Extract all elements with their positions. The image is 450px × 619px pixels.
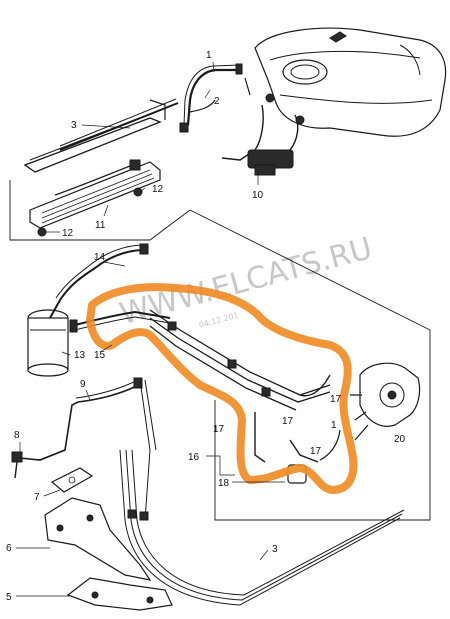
callout-14: 14 [94,252,106,263]
hose-1-top [179,63,243,133]
callout-13: 13 [74,350,86,361]
hose-14 [49,243,149,319]
callout-2: 2 [214,96,220,107]
callout-18: 18 [218,478,230,489]
assembly-outline [9,180,431,521]
callout-10: 10 [252,190,264,201]
cooler-bracket-11 [23,98,179,237]
callout-15: 15 [94,350,106,361]
callout-7: 7 [34,492,40,503]
bracket-6 [44,497,152,581]
callout-11: 11 [95,220,106,231]
callout-leaders [16,61,285,597]
callout-1-top: 1 [206,50,212,61]
callout-9: 9 [80,379,86,390]
connector-8 [11,451,23,479]
callout-8: 8 [14,430,20,441]
callout-17-d: 17 [310,446,322,457]
callout-17-a: 17 [213,424,225,435]
callout-20: 20 [394,434,406,445]
callout-1-right: 1 [331,420,337,431]
callout-6: 6 [6,543,12,554]
highlight-outline [86,283,358,494]
callout-17-b: 17 [282,416,294,427]
pipes-3-bottom [119,379,405,606]
watermark-site: WWW.ELCATS.RU [116,231,376,332]
callout-12-a: 12 [152,184,164,195]
callout-3-top: 3 [71,120,77,131]
rigid-fuel-lines [149,309,341,484]
callout-5: 5 [6,592,12,603]
fuel-pump-assembly-10 [221,93,305,176]
callout-12-b: 12 [62,228,74,239]
hp-pump-20 [350,362,421,441]
fuel-filter-13 [27,309,69,377]
bracket-5 [66,577,173,611]
hose-15 [69,310,171,333]
callout-16: 16 [188,452,200,463]
fuel-tank [254,27,447,137]
callout-3-bottom: 3 [272,544,278,555]
watermark-date: 04.12.201 [198,311,240,330]
clip-7 [50,467,94,493]
hose-2 [189,77,251,113]
callout-17-c: 17 [330,394,342,405]
hose-9 [19,377,143,461]
